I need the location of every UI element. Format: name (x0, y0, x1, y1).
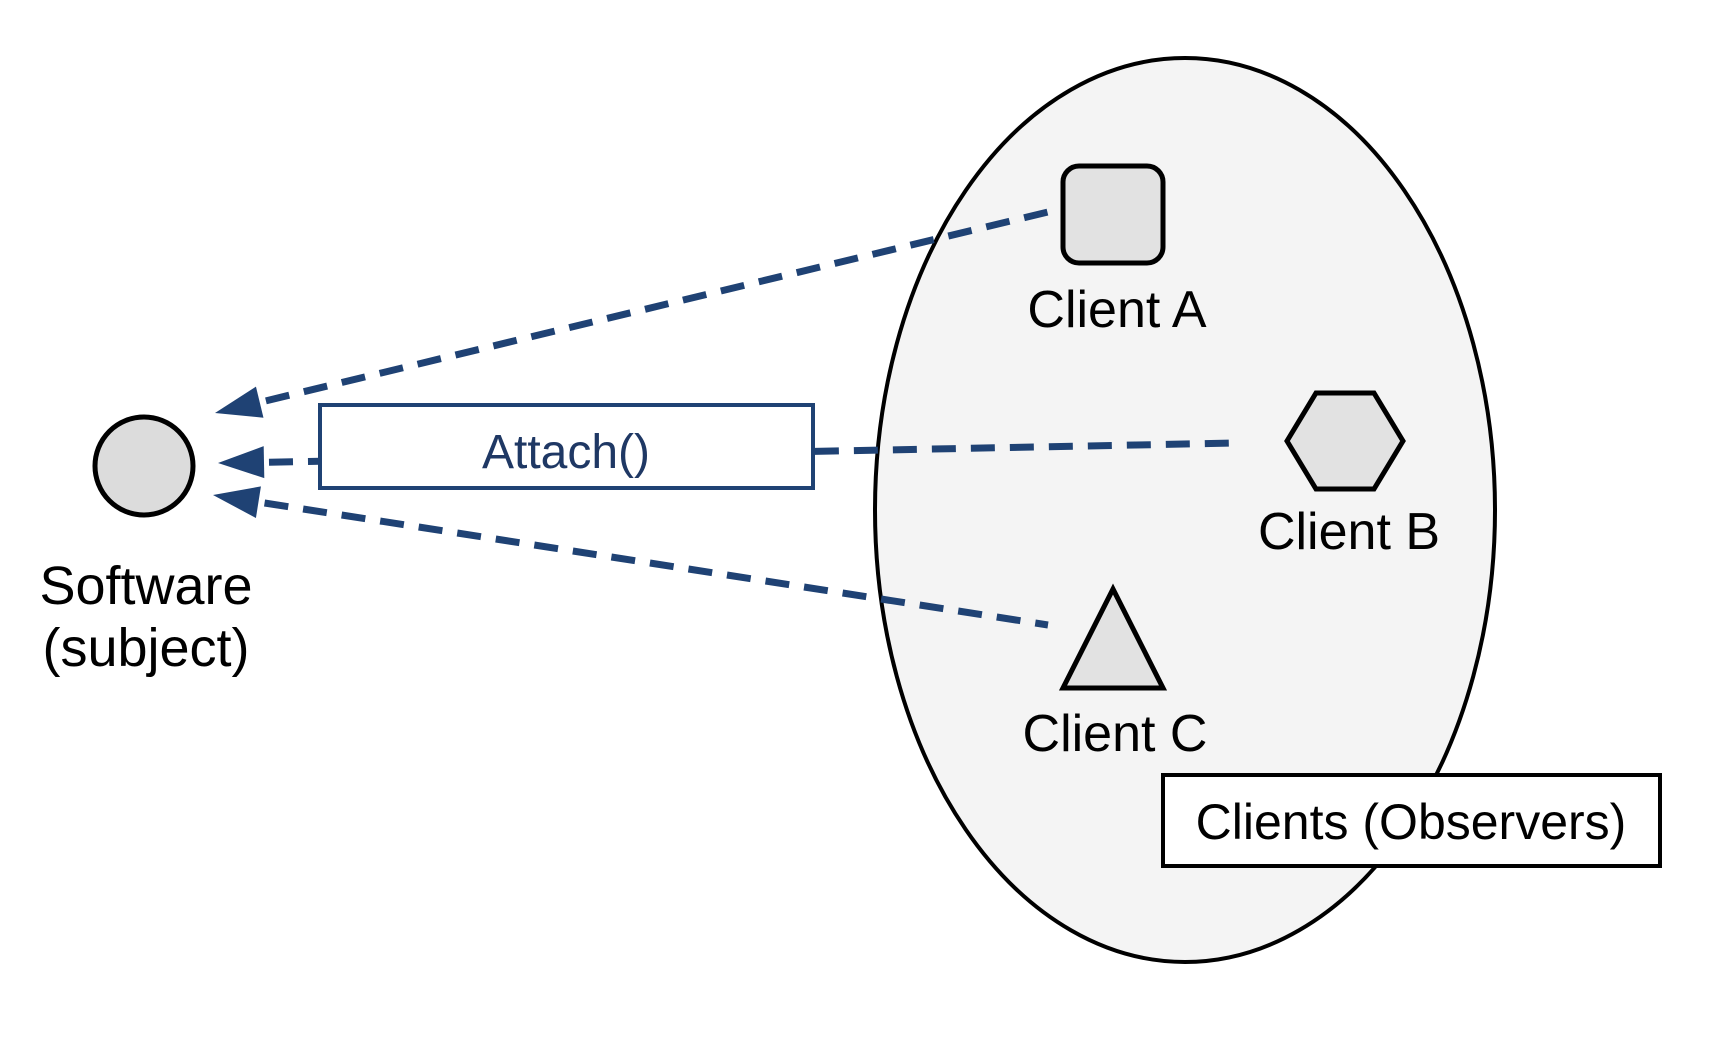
client-a-square-icon (1060, 163, 1166, 266)
arrowhead-from-client-a-icon (215, 386, 264, 418)
client-b-label: Client B (1258, 503, 1440, 561)
client-c-label: Client C (1023, 705, 1208, 763)
client-c-triangle-icon (1058, 583, 1168, 691)
subject-label-line1: Software (39, 556, 252, 616)
arrow-line-client-c (225, 493, 1049, 629)
client-b-hexagon-icon (1284, 390, 1406, 492)
clients-observers-label: Clients (Observers) (1196, 794, 1627, 850)
subject-circle-icon (92, 414, 196, 518)
observers-group-ellipse (873, 56, 1497, 964)
attach-box (318, 403, 815, 490)
client-a-label: Client A (1027, 281, 1207, 339)
arrowhead-from-client-c-icon (213, 486, 261, 518)
arrowhead-from-client-b-icon (218, 446, 265, 479)
arrow-line-client-a (227, 207, 1053, 414)
subject-label-line2: (subject) (42, 618, 249, 678)
attach-label: Attach() (482, 426, 650, 479)
clients-observers-box (1161, 773, 1662, 868)
